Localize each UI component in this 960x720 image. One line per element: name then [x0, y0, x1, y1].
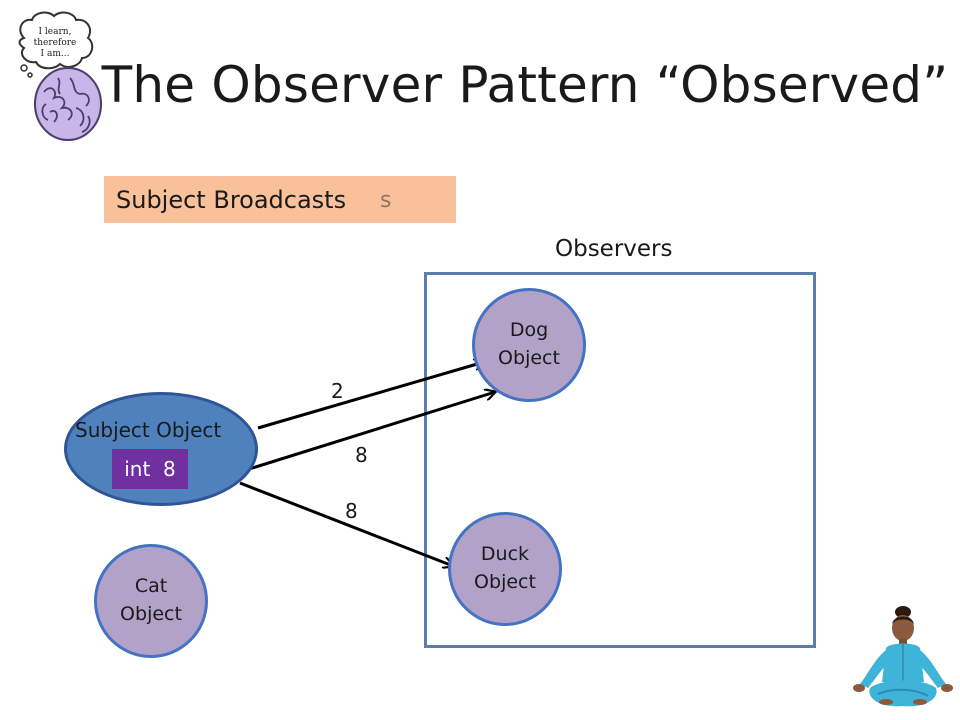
arrow-to-dog-second [245, 392, 495, 472]
logo-text-line-1: I learn, [39, 27, 72, 37]
state-badge-text: int 8 [124, 457, 176, 481]
banner-ghost-text: s [380, 188, 392, 213]
dog-object-node: Dog Object [472, 288, 586, 402]
duck-object-label: Duck Object [474, 543, 536, 593]
logo-text-line-3: I am... [41, 49, 70, 59]
arrow-to-duck [239, 481, 453, 566]
message-label: 8 [345, 499, 358, 523]
logo-text-line-2: therefore [34, 38, 77, 48]
page-title: The Observer Pattern “Observed” [101, 56, 949, 114]
banner-label: Subject Broadcasts [116, 186, 347, 214]
broadcast-banner: Subject Broadcasts [104, 176, 456, 223]
message-label: 8 [355, 443, 368, 467]
dog-object-label: Dog Object [498, 319, 560, 369]
message-label: 2 [331, 379, 344, 403]
cat-object-node: Cat Object [94, 544, 208, 658]
subject-state-badge: int 8 [112, 449, 188, 489]
brain-logo-icon: I learn, therefore I am... [18, 11, 102, 141]
cat-object-label: Cat Object [120, 575, 182, 625]
observers-label: Observers [555, 236, 673, 262]
subject-object-label: Subject Object [75, 418, 222, 442]
observers-box [424, 272, 816, 648]
duck-object-node: Duck Object [448, 512, 562, 626]
arrow-to-dog-first [257, 362, 484, 430]
meditating-person-icon [853, 606, 953, 707]
